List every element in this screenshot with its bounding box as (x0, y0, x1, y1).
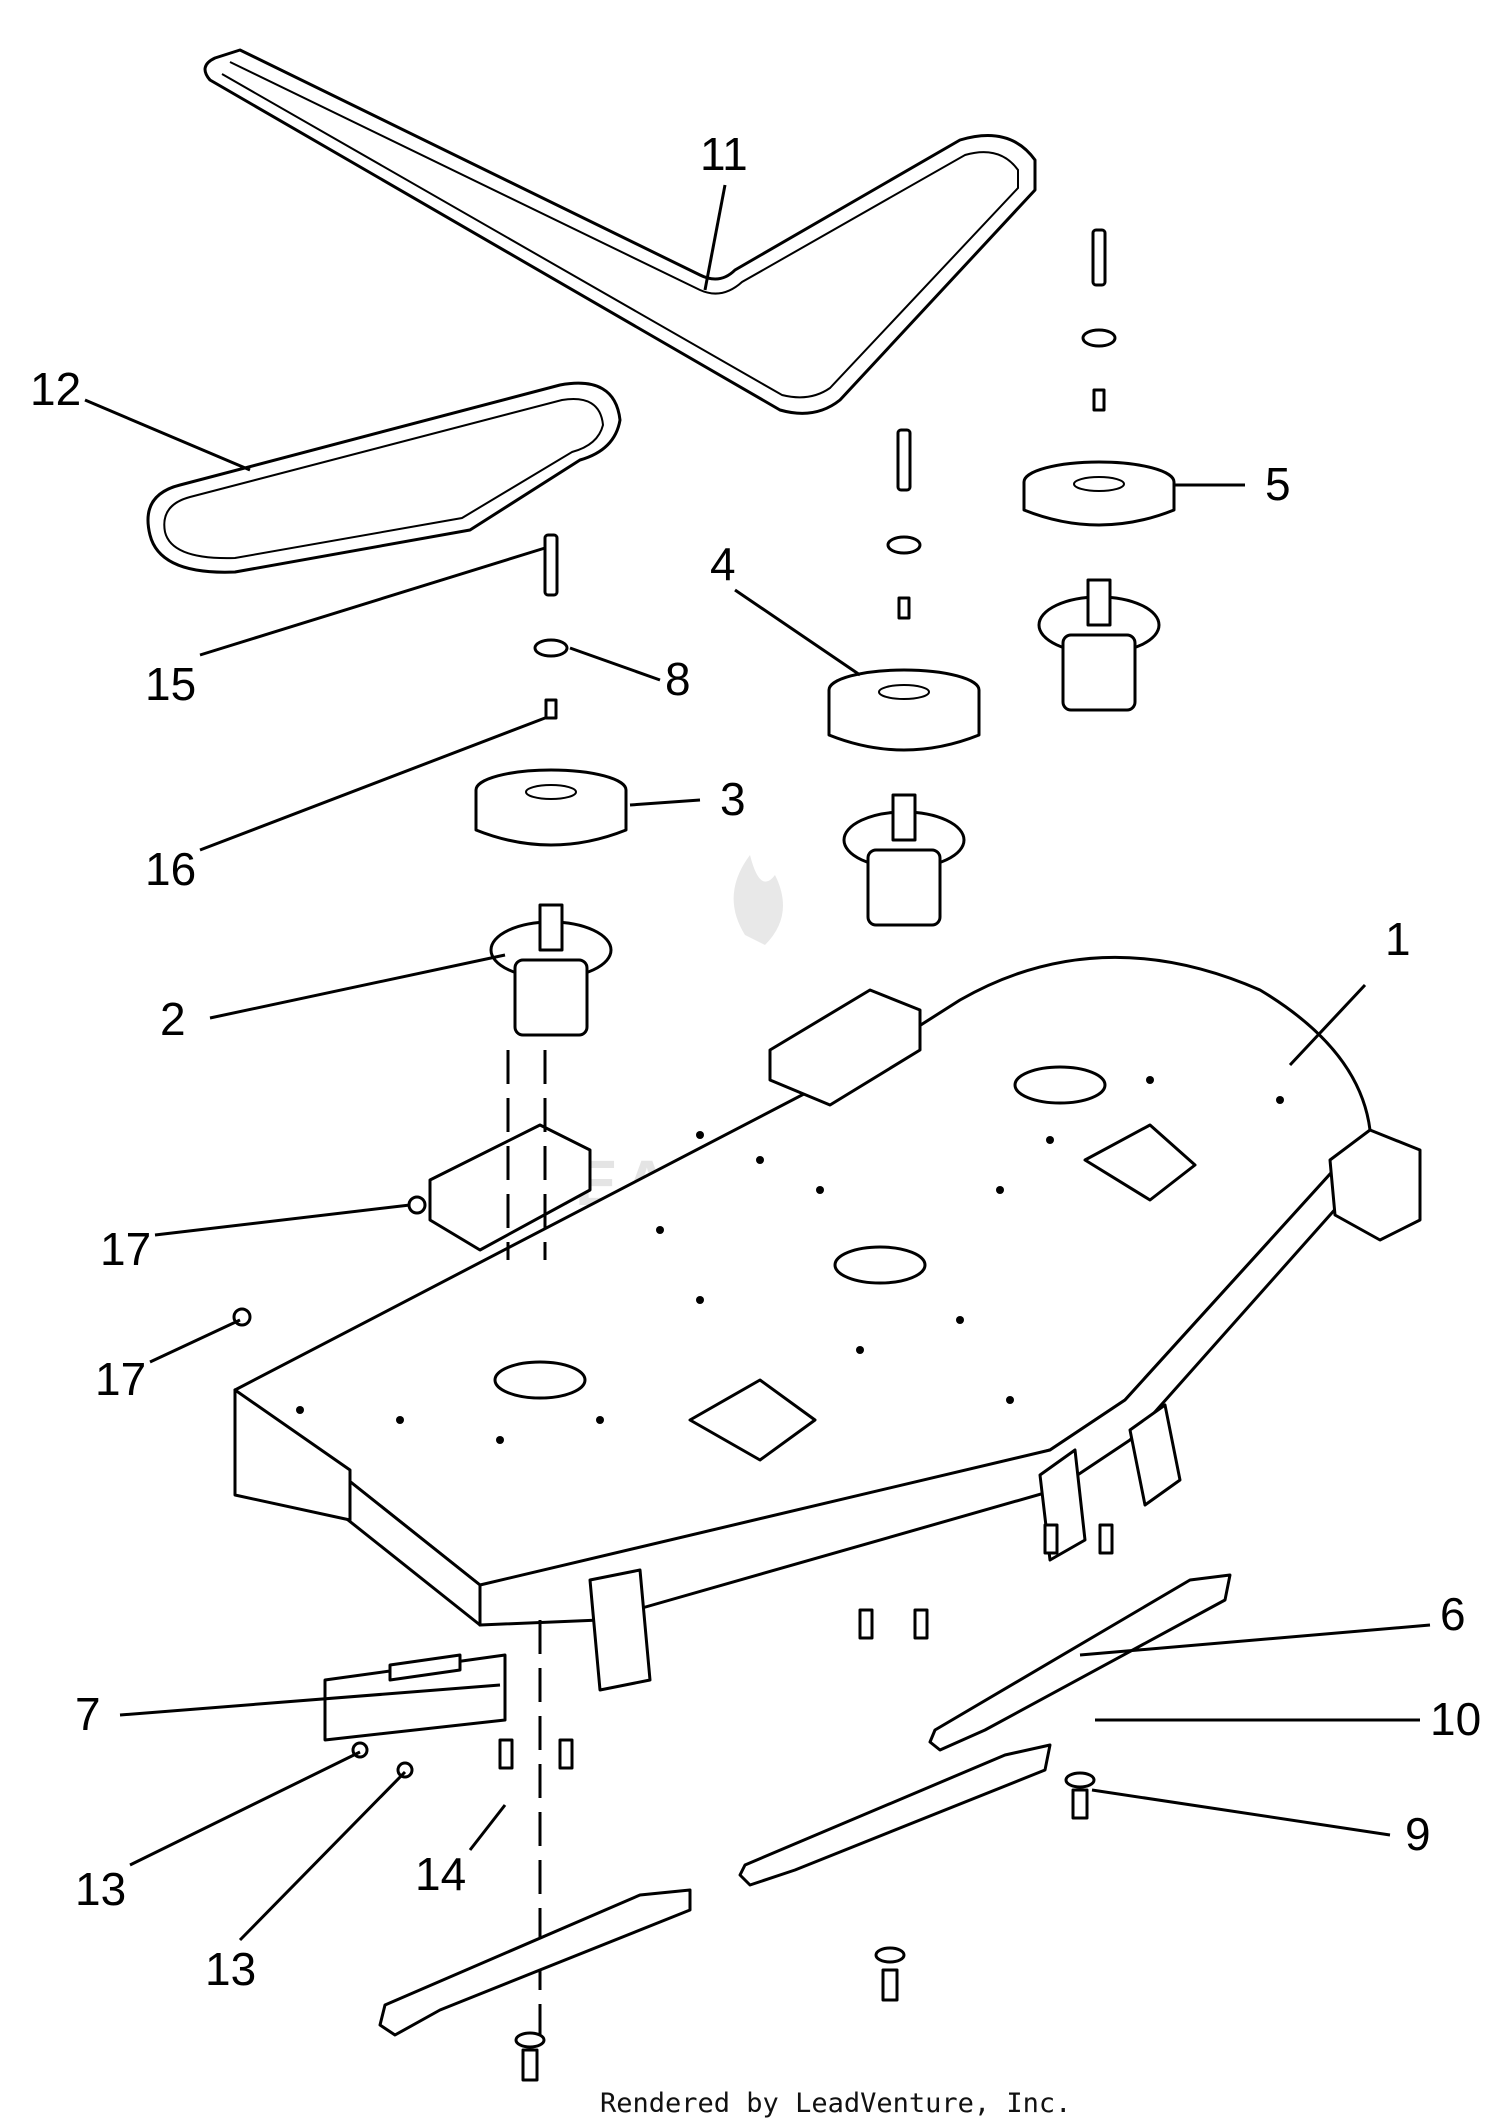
callout-5: 5 (1265, 458, 1291, 510)
leader-lines (84, 184, 1431, 1942)
blade-left (378, 1888, 692, 2037)
callout-17a: 17 (100, 1223, 151, 1275)
callout-13a: 13 (75, 1863, 126, 1915)
callout-14: 14 (415, 1848, 466, 1900)
callout-15: 15 (145, 658, 196, 710)
callout-17b: 17 (95, 1353, 146, 1405)
callout-2: 2 (160, 993, 186, 1045)
blade-right (928, 1573, 1232, 1752)
footer-credit: Rendered by LeadVenture, Inc. (600, 2088, 1071, 2119)
hardware (232, 1195, 1114, 2082)
spindle-assembly-right (1022, 228, 1176, 712)
spindle-assembly-center (827, 428, 981, 927)
callout-6: 6 (1440, 1588, 1466, 1640)
callout-9: 9 (1405, 1808, 1431, 1860)
callout-16: 16 (145, 843, 196, 895)
callout-3: 3 (720, 773, 746, 825)
callout-8: 8 (665, 653, 691, 705)
callout-10: 10 (1430, 1693, 1481, 1745)
blade-center (738, 1743, 1052, 1887)
callout-4: 4 (710, 538, 736, 590)
belt-11 (203, 48, 1037, 415)
callout-11: 11 (700, 128, 748, 180)
callout-13b: 13 (205, 1943, 256, 1995)
callouts: 1 2 3 4 5 6 7 8 9 10 11 12 13 13 14 15 1… (30, 128, 1481, 1995)
mower-deck (233, 955, 1422, 1692)
spindle-assembly-left (474, 533, 628, 1037)
callout-1: 1 (1385, 913, 1411, 965)
callout-7: 7 (75, 1688, 101, 1740)
belt-12 (146, 381, 622, 574)
baffle-7 (323, 1653, 507, 1742)
callout-12: 12 (30, 363, 81, 415)
